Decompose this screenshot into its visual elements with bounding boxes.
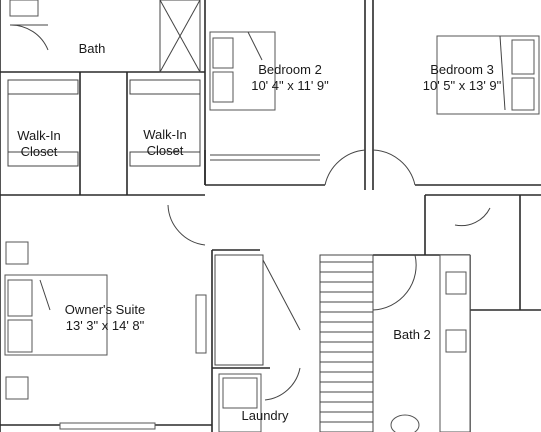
dresser [59, 294, 207, 430]
room-label-bath: Bath [62, 41, 122, 57]
bath-name: Bath [78, 41, 106, 56]
nightstands [5, 241, 29, 400]
bed-bedroom-3 [436, 35, 540, 115]
bed-bedroom-2 [209, 31, 276, 111]
room-label-bath-2: Bath 2 [382, 327, 442, 343]
room-label-laundry: Laundry [230, 408, 300, 424]
toilet-icon [9, 0, 39, 17]
bed-owners-suite [4, 274, 108, 356]
laundry-machines [218, 373, 262, 432]
walkin-right-line2: Closet [146, 143, 184, 158]
bedroom2-dims: 10' 4" x 11' 9" [251, 78, 329, 93]
owners-suite-name: Owner's Suite [64, 302, 146, 317]
room-label-owners-suite: Owner's Suite 13' 3" x 14' 8" [50, 302, 160, 334]
hall-closet [210, 154, 320, 366]
bath2-name: Bath 2 [393, 327, 431, 342]
owners-suite-dims: 13' 3" x 14' 8" [65, 318, 145, 333]
bedroom3-name: Bedroom 3 [430, 62, 494, 77]
bath2-fixtures [390, 254, 471, 432]
doors [9, 24, 491, 401]
walkin-right-line1: Walk-In [143, 127, 187, 142]
bedroom2-name: Bedroom 2 [258, 62, 322, 77]
walkin-left-line1: Walk-In [17, 128, 61, 143]
room-label-bedroom-3: Bedroom 3 10' 5" x 13' 9" [412, 62, 512, 94]
bedroom3-dims: 10' 5" x 13' 9" [422, 78, 502, 93]
closet-shelving [7, 79, 201, 167]
laundry-name: Laundry [241, 408, 289, 423]
staircase [319, 254, 374, 432]
room-label-walkin-right: Walk-In Closet [130, 127, 200, 159]
room-label-walkin-left: Walk-In Closet [4, 128, 74, 160]
room-label-bedroom-2: Bedroom 2 10' 4" x 11' 9" [240, 62, 340, 94]
linen-closet [159, 0, 201, 73]
walkin-left-line2: Closet [20, 144, 58, 159]
